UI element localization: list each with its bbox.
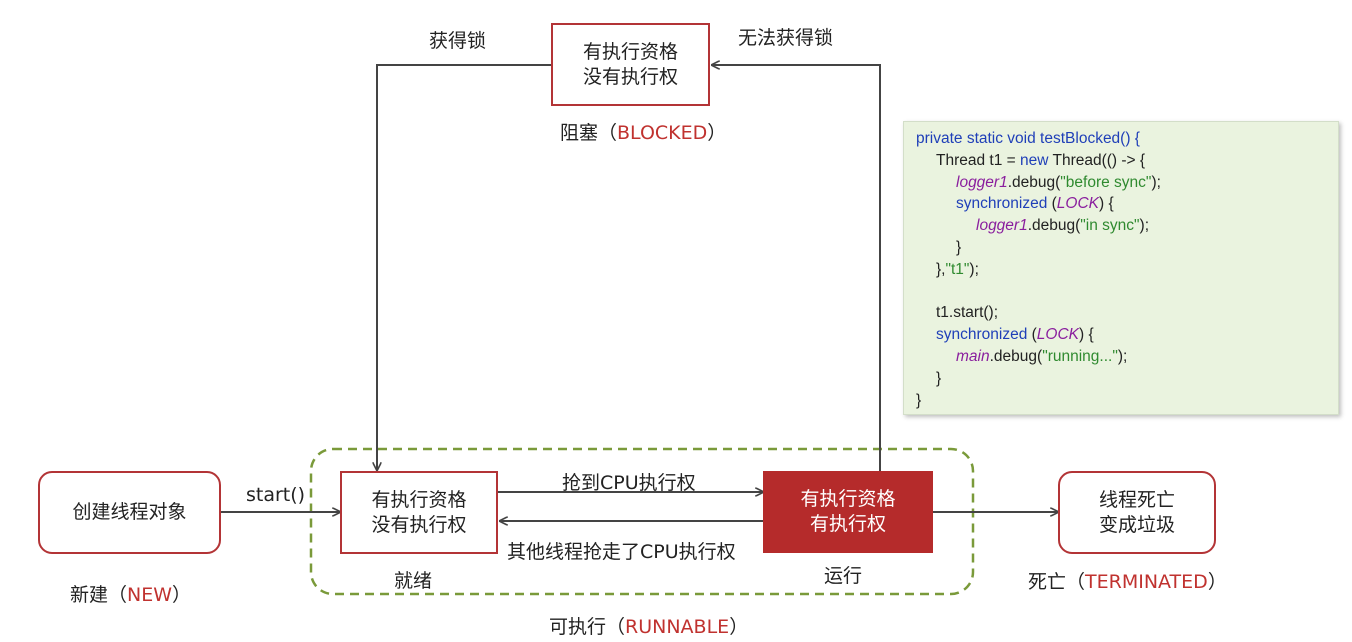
code-line: main.debug("running...");	[956, 347, 1128, 365]
runnable-label: 可执行（RUNNABLE）	[549, 616, 749, 638]
ready-line2: 没有执行权	[371, 513, 467, 536]
running-line2: 有执行权	[809, 513, 886, 535]
code-line: logger1.debug("before sync");	[956, 173, 1161, 191]
code-line: }	[936, 369, 942, 387]
code-line: private static void testBlocked() {	[916, 130, 1140, 147]
code-line: synchronized (LOCK) {	[936, 326, 1094, 344]
arrow-no-lock	[712, 65, 881, 471]
code-line: logger1.debug("in sync");	[976, 217, 1150, 235]
running-line1: 有执行资格	[800, 488, 896, 510]
code-line-blank	[916, 281, 1326, 303]
terminated-line1: 线程死亡	[1098, 488, 1175, 511]
new-state-label: 新建（NEW）	[70, 584, 192, 606]
code-line: synchronized (LOCK) {	[956, 195, 1114, 213]
blocked-line1: 有执行资格	[582, 40, 678, 63]
ready-state-label: 就绪	[394, 570, 433, 592]
lose-cpu-label: 其他线程抢走了CPU执行权	[507, 541, 736, 563]
ready-state-box: 有执行资格 没有执行权	[340, 471, 498, 554]
running-state-label: 运行	[824, 565, 863, 587]
terminated-state-box: 线程死亡 变成垃圾	[1058, 471, 1216, 554]
arrow-get-lock	[377, 64, 551, 470]
ready-line1: 有执行资格	[371, 488, 467, 511]
code-line: Thread t1 = new Thread(() -> {	[936, 151, 1146, 169]
code-panel: private static void testBlocked() { Thre…	[903, 121, 1339, 415]
get-lock-label: 获得锁	[429, 30, 487, 52]
blocked-line2: 没有执行权	[582, 65, 678, 88]
no-lock-label: 无法获得锁	[738, 27, 834, 49]
runnable-region	[309, 447, 975, 596]
running-state-box: 有执行资格 有执行权	[763, 471, 933, 553]
code-line: },"t1");	[936, 260, 979, 278]
code-line: }	[916, 391, 922, 409]
new-state-text: 创建线程对象	[72, 501, 187, 523]
code-line: }	[956, 238, 962, 256]
blocked-state-box: 有执行资格 没有执行权	[551, 23, 710, 106]
get-cpu-label: 抢到CPU执行权	[562, 472, 696, 494]
start-label: start()	[246, 484, 306, 506]
blocked-state-label: 阻塞（BLOCKED）	[560, 122, 727, 144]
new-state-box: 创建线程对象	[38, 471, 221, 554]
terminated-line2: 变成垃圾	[1098, 513, 1175, 536]
terminated-state-label: 死亡（TERMINATED）	[1028, 571, 1227, 593]
code-line: t1.start();	[936, 304, 999, 322]
